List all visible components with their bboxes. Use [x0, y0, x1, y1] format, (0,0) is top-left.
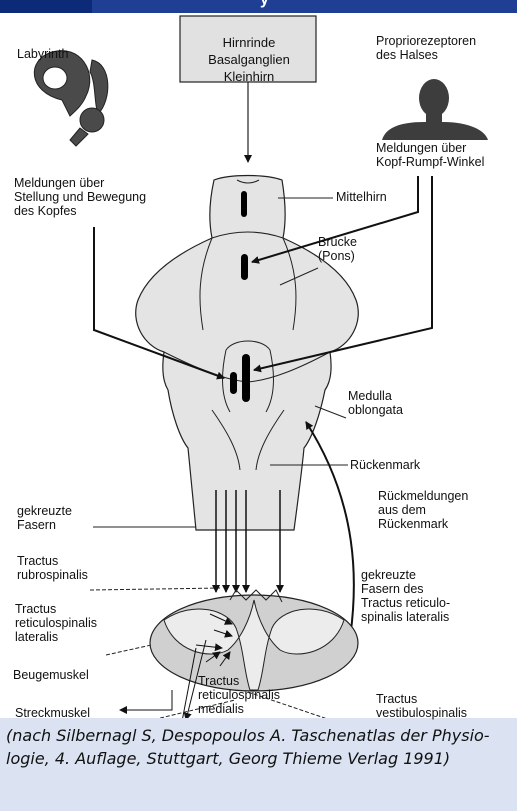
midbrain-nucleus	[241, 191, 247, 217]
rubrospinalis-label: Tractus rubrospinalis	[17, 554, 88, 582]
mittelhirn-label: Mittelhirn	[336, 190, 387, 204]
rueckenmark-label: Rückenmark	[350, 458, 420, 472]
pons-nucleus	[241, 254, 248, 280]
gekreuzte-fasern-label: gekreuzte Fasern	[17, 504, 72, 532]
medulla-label: Medulla oblongata	[348, 389, 403, 417]
section-tab	[0, 0, 92, 13]
labyrinth-icon	[34, 51, 108, 146]
gekreuzte-fasern-tractus-label: gekreuzte Fasern des Tractus reticulo- s…	[361, 568, 450, 624]
beugemuskel-label: Beugemuskel	[13, 668, 89, 682]
reticulospinalis-lateralis-label: Tractus reticulospinalis lateralis	[15, 602, 97, 644]
header-title-fragment: y	[260, 0, 300, 13]
vestibulospinalis-label: Tractus vestibulospinalis	[376, 692, 467, 720]
brain-regions-label: Hirnrinde Basalganglien Kleinhirn	[191, 34, 307, 85]
streckmuskel-label: Streckmuskel	[15, 706, 90, 720]
reticulospinalis-medialis-label: Tractus reticulospinalis medialis	[198, 674, 280, 716]
person-neck-icon	[382, 79, 488, 140]
rueckmeldungen-label: Rückmeldungen aus dem Rückenmark	[378, 489, 468, 531]
medulla-nucleus-small	[230, 372, 237, 394]
medulla-nucleus-large	[242, 354, 250, 402]
bruecke-label: Brücke (Pons)	[318, 235, 357, 263]
figure-panel: Hirnrinde Basalganglien Kleinhirn Labyri…	[0, 13, 517, 718]
top-bar: y	[0, 0, 517, 13]
meldungen-kopf-label: Meldungen über Stellung und Bewegung des…	[14, 176, 146, 218]
propriozeptoren-label: Propriorezeptoren des Halses	[376, 34, 476, 62]
meldungen-winkel-label: Meldungen über Kopf-Rumpf-Winkel	[376, 141, 484, 169]
labyrinth-label: Labyrinth	[17, 47, 68, 61]
figure-caption: (nach Silbernagl S, Despopoulos A. Tasch…	[6, 724, 514, 770]
